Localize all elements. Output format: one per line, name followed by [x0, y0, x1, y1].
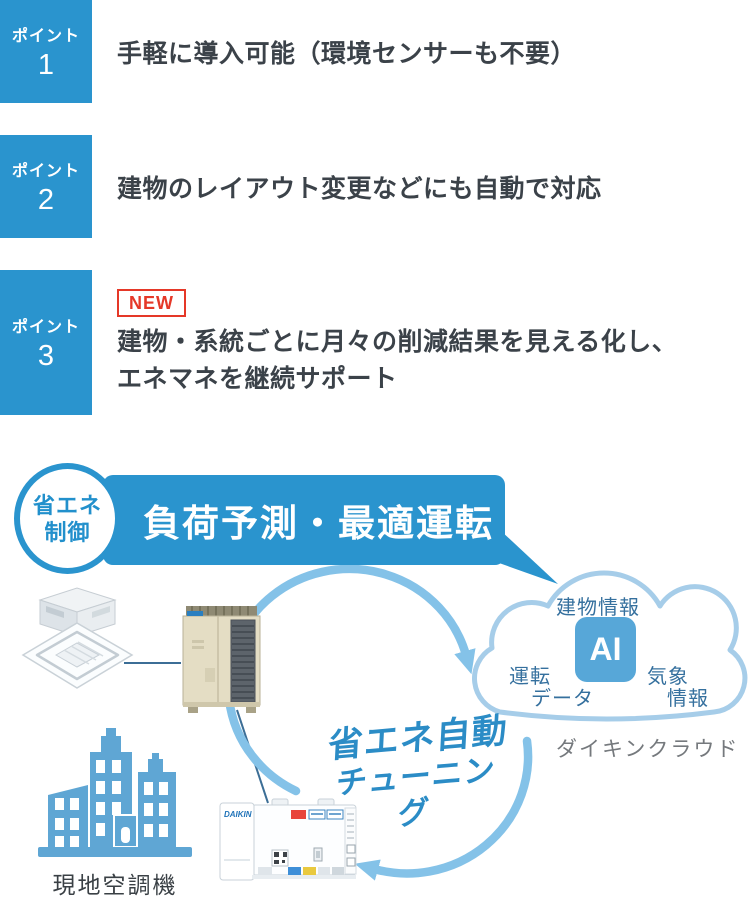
buildings-icon	[38, 728, 192, 857]
control-badge-line2: 制御	[44, 519, 91, 545]
point-section-3: ポイント 3 NEW 建物・系統ごとに月々の削減結果を見える化し、 エネマネを継…	[0, 270, 750, 415]
point-3-number: 3	[37, 339, 55, 372]
cloud-label-weather: 気象	[647, 666, 689, 688]
controller-brand-logo: DAIKIN	[224, 810, 252, 819]
cycle-arrows-icon	[224, 564, 533, 881]
point-1-badge: ポイント 1	[0, 0, 92, 103]
energy-saving-control-badge: 省エネ 制御	[14, 463, 121, 574]
cloud-label-operation: 運転	[509, 666, 551, 688]
point-1-number: 1	[37, 48, 55, 81]
point-section-2: ポイント 2 建物のレイアウト変更などにも自動で対応	[0, 135, 750, 238]
point-3-label: ポイント	[11, 318, 80, 336]
building-left	[48, 785, 88, 847]
new-badge: NEW	[117, 289, 186, 317]
ceiling-cassette-indoor-unit-illustration	[21, 587, 134, 689]
point-2-text: 建物のレイアウト変更などにも自動で対応	[117, 174, 602, 203]
controller-red-label	[291, 810, 306, 819]
point-3-text-line1: 建物・系統ごとに月々の削減結果を見える化し、	[117, 328, 678, 356]
building-ground	[38, 847, 192, 857]
point-2-number: 2	[37, 183, 55, 216]
auto-tuning-label: 省エネ自動 チューニング	[318, 710, 513, 840]
point-2-label: ポイント	[11, 162, 80, 180]
daikin-cloud-caption: ダイキンクラウド	[556, 738, 740, 761]
load-forecast-banner: 負荷予測・最適運転	[103, 475, 505, 565]
point-3-badge: ポイント 3	[0, 270, 92, 415]
ai-box: AI	[575, 617, 636, 682]
edge-controller-illustration: DAIKIN	[219, 798, 357, 881]
point-section-1: ポイント 1 手軽に導入可能（環境センサーも不要）	[0, 0, 750, 103]
building-door	[121, 827, 130, 843]
point-1-text: 手軽に導入可能（環境センサーも不要）	[117, 39, 577, 68]
building-right	[138, 772, 176, 847]
point-1-label: ポイント	[11, 27, 80, 45]
cloud-label-info: 情報	[667, 688, 709, 710]
point-3-content: NEW 建物・系統ごとに月々の削減結果を見える化し、 エネマネを継続サポート	[117, 289, 677, 398]
cycle-arrow-down	[354, 736, 533, 881]
control-badge-line1: 省エネ	[32, 492, 102, 518]
cloud-label-building-info: 建物情報	[556, 597, 640, 619]
cloud-label-data: データ	[531, 688, 594, 710]
point-3-text-line2: エネマネを継続サポート	[117, 365, 398, 393]
outdoor-unit-illustration	[182, 606, 261, 713]
site-ac-label: 現地空調機	[52, 872, 178, 898]
point-2-badge: ポイント 2	[0, 135, 92, 238]
cycle-arrow-up	[224, 564, 476, 796]
